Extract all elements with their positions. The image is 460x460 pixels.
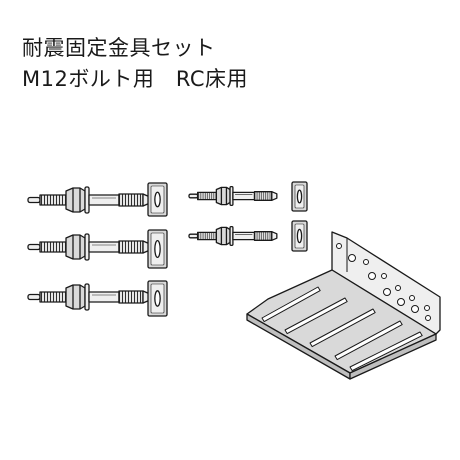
anchor-bolt	[27, 186, 151, 214]
anchor-bolt	[27, 233, 151, 261]
product-title: 耐震固定金具セット	[22, 36, 216, 60]
square-washer	[291, 181, 308, 212]
product-subtitle: M12ボルト用 RC床用	[22, 67, 249, 91]
square-washer	[291, 220, 308, 252]
anchor-bolt	[188, 225, 278, 247]
anchor-bolt	[188, 185, 278, 207]
anchor-bolt	[27, 283, 151, 311]
square-washer	[147, 229, 168, 269]
l-bracket	[246, 231, 441, 380]
square-washer	[147, 280, 168, 317]
square-washer	[147, 182, 168, 217]
